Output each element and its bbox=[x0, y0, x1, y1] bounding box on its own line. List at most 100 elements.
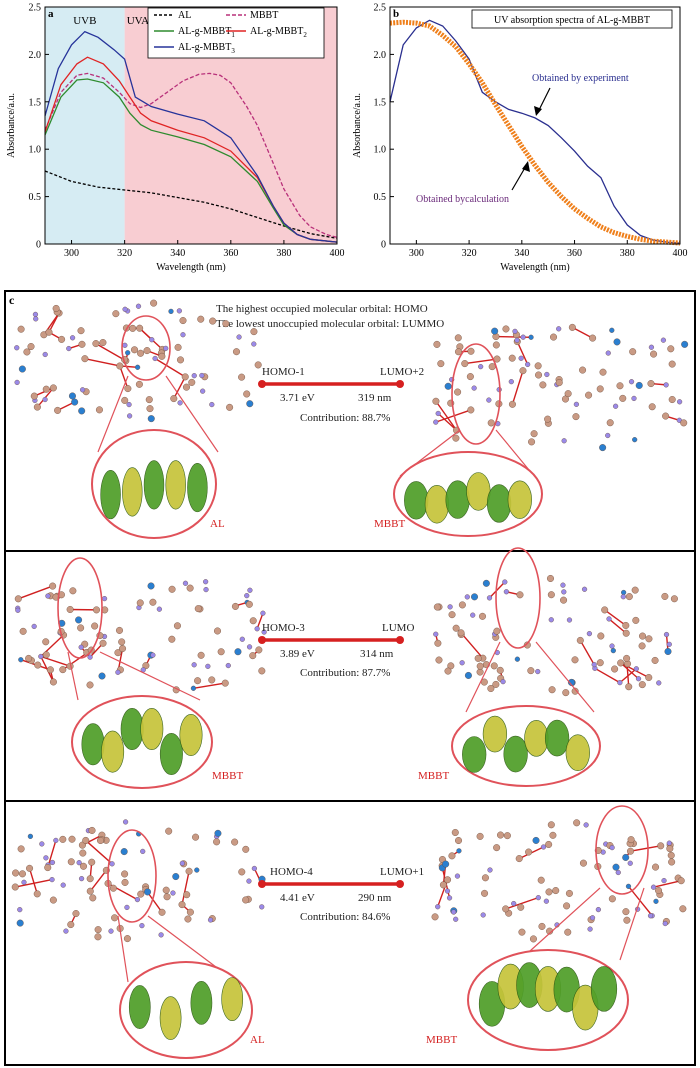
atom bbox=[144, 888, 152, 896]
atom bbox=[259, 904, 265, 910]
bond bbox=[511, 370, 524, 405]
atom bbox=[647, 913, 654, 919]
atom bbox=[455, 837, 463, 845]
series-line-2 bbox=[389, 19, 681, 246]
x-tick-label: 340 bbox=[514, 248, 529, 259]
atom bbox=[71, 398, 79, 406]
y-tick-label: 2.5 bbox=[29, 3, 42, 14]
atom bbox=[629, 348, 637, 356]
atom bbox=[617, 680, 623, 686]
atom bbox=[611, 665, 619, 673]
atom bbox=[497, 831, 505, 839]
atom bbox=[471, 385, 477, 391]
atom bbox=[514, 656, 520, 662]
row2-contribution: Contribution: 87.7% bbox=[300, 667, 391, 679]
atom bbox=[66, 345, 72, 352]
orbital-lobe bbox=[179, 714, 203, 757]
atom bbox=[156, 606, 162, 612]
row3-left-orbital-zoom bbox=[119, 961, 253, 1059]
atom bbox=[14, 345, 20, 351]
atom bbox=[207, 917, 214, 923]
y-tick-label: 0.5 bbox=[374, 192, 387, 203]
atom bbox=[496, 666, 504, 674]
x-tick-label: 320 bbox=[462, 248, 477, 259]
orbital-lobe bbox=[128, 985, 151, 1029]
atom bbox=[185, 867, 193, 875]
atom bbox=[31, 623, 37, 630]
atom bbox=[150, 652, 156, 658]
atom bbox=[77, 327, 85, 335]
atom bbox=[200, 388, 206, 394]
atom bbox=[461, 360, 469, 368]
atom bbox=[560, 582, 566, 588]
atom bbox=[119, 645, 127, 653]
y-tick-label: 2.0 bbox=[29, 50, 42, 61]
atom bbox=[550, 333, 558, 341]
atom bbox=[579, 859, 587, 867]
orbital-lobe bbox=[590, 966, 618, 1012]
arrow-calculation-head bbox=[522, 161, 530, 172]
atom bbox=[146, 405, 154, 413]
row2-wavelength: 314 nm bbox=[360, 648, 394, 660]
atom bbox=[176, 308, 182, 314]
orbital-lobe bbox=[565, 734, 590, 772]
atom bbox=[177, 400, 183, 406]
atom bbox=[45, 593, 51, 599]
atom bbox=[493, 627, 501, 635]
row1-right-orbital: LUMO+2 bbox=[380, 366, 425, 378]
atom bbox=[18, 365, 26, 373]
legend-subscript: 2 bbox=[303, 31, 307, 39]
panel-c-label: c bbox=[9, 293, 15, 307]
x-tick-label: 380 bbox=[620, 248, 635, 259]
row3-right-orbital: LUMO+1 bbox=[380, 866, 425, 878]
bond bbox=[579, 640, 595, 665]
atom bbox=[242, 896, 250, 904]
atom bbox=[528, 438, 536, 446]
atom bbox=[561, 589, 567, 595]
atom bbox=[54, 406, 62, 414]
bond bbox=[653, 880, 682, 888]
bond bbox=[572, 326, 593, 339]
atom bbox=[514, 337, 520, 343]
row1-wavelength: 319 nm bbox=[358, 392, 392, 404]
orbital-lobe bbox=[100, 469, 121, 520]
atom bbox=[188, 378, 196, 386]
row1-left-orbital-zoom bbox=[91, 429, 217, 539]
atom bbox=[520, 334, 526, 340]
atom bbox=[467, 347, 475, 355]
atom bbox=[82, 836, 90, 844]
x-tick-label: 300 bbox=[64, 248, 79, 259]
atom bbox=[452, 434, 460, 442]
atom bbox=[191, 373, 197, 379]
atom bbox=[101, 596, 108, 602]
atom bbox=[435, 656, 443, 664]
atom bbox=[197, 315, 205, 323]
legend-lumo: The lowest unoccupied molecular orbital:… bbox=[216, 318, 445, 330]
atom bbox=[172, 873, 180, 881]
row1-right-mol-label: MBBT bbox=[374, 518, 406, 530]
atom bbox=[454, 873, 461, 879]
atom bbox=[627, 847, 635, 855]
atom bbox=[238, 868, 246, 876]
row2-energy: 3.89 eV bbox=[280, 648, 315, 660]
atom bbox=[668, 360, 676, 368]
atom bbox=[466, 373, 474, 381]
row3-left-zoom-lines-a bbox=[117, 915, 129, 983]
atom bbox=[512, 328, 518, 334]
atom bbox=[231, 602, 239, 610]
atom bbox=[225, 662, 231, 669]
atom bbox=[502, 325, 510, 333]
atom bbox=[208, 676, 216, 684]
atom bbox=[89, 894, 97, 902]
orbital-lobe bbox=[466, 472, 491, 511]
atom bbox=[33, 316, 39, 322]
atom bbox=[668, 858, 676, 866]
atom bbox=[88, 858, 96, 866]
atom bbox=[635, 676, 642, 682]
bond bbox=[193, 682, 226, 689]
bond bbox=[604, 609, 627, 627]
atom bbox=[573, 401, 579, 407]
atom bbox=[94, 926, 102, 934]
atom bbox=[433, 603, 441, 611]
atom bbox=[612, 863, 620, 871]
